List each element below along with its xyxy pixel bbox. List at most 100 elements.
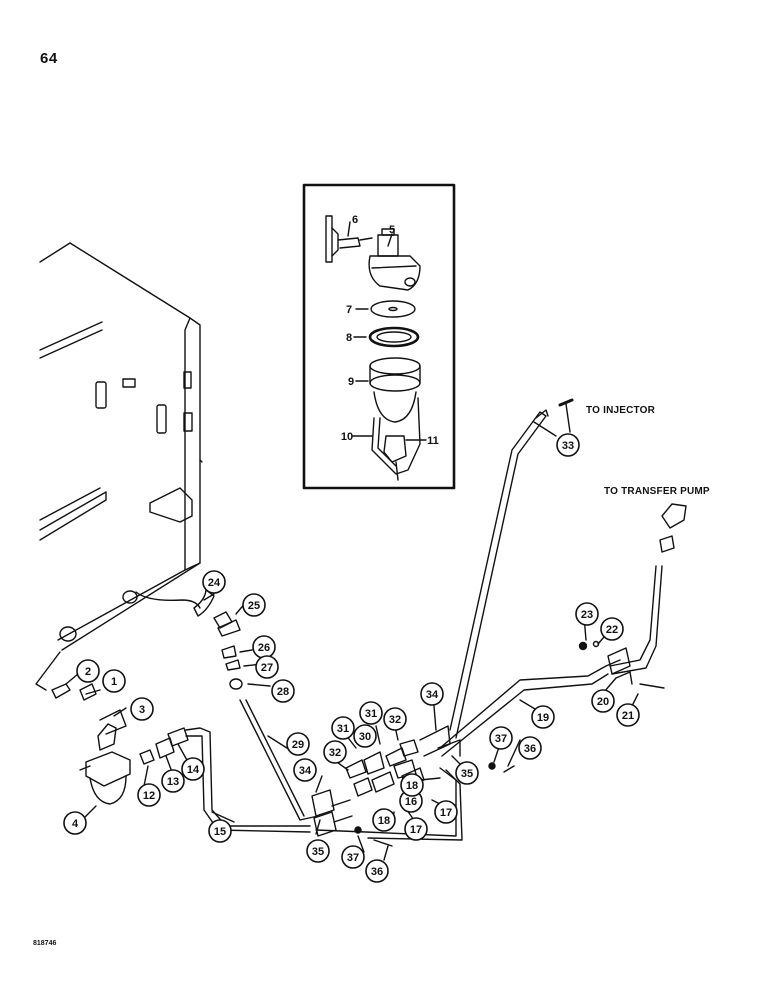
callout-33: 33 bbox=[556, 433, 580, 457]
callout-7: 7 bbox=[346, 304, 352, 316]
callout-15: 15 bbox=[208, 819, 232, 843]
callout-circle bbox=[400, 773, 424, 797]
page-number: 64 bbox=[40, 50, 58, 67]
callout-circle bbox=[341, 845, 365, 869]
callout-18: 18 bbox=[372, 808, 396, 832]
callout-number: 35 bbox=[312, 846, 324, 858]
callout-35: 35 bbox=[455, 761, 479, 785]
callout-number: 34 bbox=[426, 689, 439, 701]
callout-17: 17 bbox=[404, 817, 428, 841]
callout-9: 9 bbox=[348, 376, 354, 388]
callout-circle bbox=[286, 732, 310, 756]
callout-number: 2 bbox=[85, 666, 91, 678]
callout-number: 12 bbox=[143, 790, 155, 802]
callout-31: 31 bbox=[359, 701, 383, 725]
callout-circle bbox=[293, 758, 317, 782]
callout-circle bbox=[130, 697, 154, 721]
callout-number: 29 bbox=[292, 739, 304, 751]
callout-circle bbox=[208, 819, 232, 843]
callout-number: 34 bbox=[299, 765, 312, 777]
callout-number: 36 bbox=[371, 866, 383, 878]
callout-number: 36 bbox=[524, 743, 536, 755]
callout-circle bbox=[365, 859, 389, 883]
callout-number: 23 bbox=[581, 609, 593, 621]
callout-number: 31 bbox=[337, 723, 349, 735]
callout-number: 7 bbox=[346, 304, 352, 316]
filter-gasket-disc bbox=[370, 300, 416, 318]
callout-35: 35 bbox=[306, 839, 330, 863]
callout-17: 17 bbox=[434, 800, 458, 824]
callout-number: 27 bbox=[261, 662, 273, 674]
callout-number: 1 bbox=[111, 676, 117, 688]
callout-circle bbox=[489, 726, 513, 750]
callout-22: 22 bbox=[600, 617, 624, 641]
callout-circle bbox=[202, 570, 226, 594]
callout-number: 19 bbox=[537, 712, 549, 724]
callout-30: 30 bbox=[353, 724, 377, 748]
callout-number: 18 bbox=[378, 815, 390, 827]
callout-number: 32 bbox=[329, 747, 341, 759]
callout-circle bbox=[575, 602, 599, 626]
callout-number: 26 bbox=[258, 642, 270, 654]
callout-circle bbox=[353, 724, 377, 748]
callout-number: 15 bbox=[214, 826, 226, 838]
callout-circle bbox=[383, 707, 407, 731]
callout-4: 4 bbox=[63, 811, 87, 835]
callout-circle bbox=[306, 839, 330, 863]
callout-number: 14 bbox=[187, 764, 200, 776]
callout-circle bbox=[323, 740, 347, 764]
callout-25: 25 bbox=[242, 593, 266, 617]
callout-number: 17 bbox=[410, 824, 422, 836]
callout-number: 25 bbox=[248, 600, 260, 612]
to-transfer-pump-label: TO TRANSFER PUMP bbox=[604, 486, 710, 497]
callout-37: 37 bbox=[341, 845, 365, 869]
callout-number: 17 bbox=[440, 807, 452, 819]
inset-frame bbox=[302, 183, 456, 490]
callout-circle bbox=[181, 757, 205, 781]
callout-19: 19 bbox=[531, 705, 555, 729]
callout-26: 26 bbox=[252, 635, 276, 659]
callout-circle bbox=[420, 682, 444, 706]
callout-36: 36 bbox=[518, 736, 542, 760]
callout-number: 16 bbox=[405, 796, 417, 808]
fuel-tank bbox=[39, 242, 203, 651]
callout-number: 10 bbox=[341, 431, 353, 443]
filter-head bbox=[325, 215, 421, 291]
callout-24: 24 bbox=[202, 570, 226, 594]
callout-number: 21 bbox=[622, 710, 634, 722]
callout-3: 3 bbox=[130, 697, 154, 721]
callout-number: 3 bbox=[139, 704, 145, 716]
callout-32: 32 bbox=[323, 740, 347, 764]
callout-circle bbox=[76, 659, 100, 683]
filter-seal-ring bbox=[368, 326, 420, 348]
callout-number: 6 bbox=[352, 214, 358, 226]
callout-14: 14 bbox=[181, 757, 205, 781]
callout-circle bbox=[616, 703, 640, 727]
callout-number: 30 bbox=[359, 731, 371, 743]
callout-circle bbox=[404, 817, 428, 841]
callout-number: 37 bbox=[347, 852, 359, 864]
callout-10: 10 bbox=[341, 431, 353, 443]
callout-circle bbox=[434, 800, 458, 824]
filter-bowl bbox=[369, 357, 421, 423]
callout-11: 11 bbox=[427, 435, 439, 447]
callout-34: 34 bbox=[420, 682, 444, 706]
callout-circle bbox=[359, 701, 383, 725]
callout-12: 12 bbox=[137, 783, 161, 807]
callout-number: 4 bbox=[72, 818, 79, 830]
callout-circle bbox=[137, 783, 161, 807]
callout-circle bbox=[591, 689, 615, 713]
callout-34: 34 bbox=[293, 758, 317, 782]
filter-bail bbox=[371, 397, 421, 481]
callout-36: 36 bbox=[365, 859, 389, 883]
callout-37: 37 bbox=[489, 726, 513, 750]
callout-8: 8 bbox=[346, 332, 352, 344]
callout-circle bbox=[531, 705, 555, 729]
callout-27: 27 bbox=[255, 655, 279, 679]
callout-31: 31 bbox=[331, 716, 355, 740]
to-injector-label: TO INJECTOR bbox=[586, 405, 656, 416]
callout-circle bbox=[455, 761, 479, 785]
callout-number: 20 bbox=[597, 696, 609, 708]
